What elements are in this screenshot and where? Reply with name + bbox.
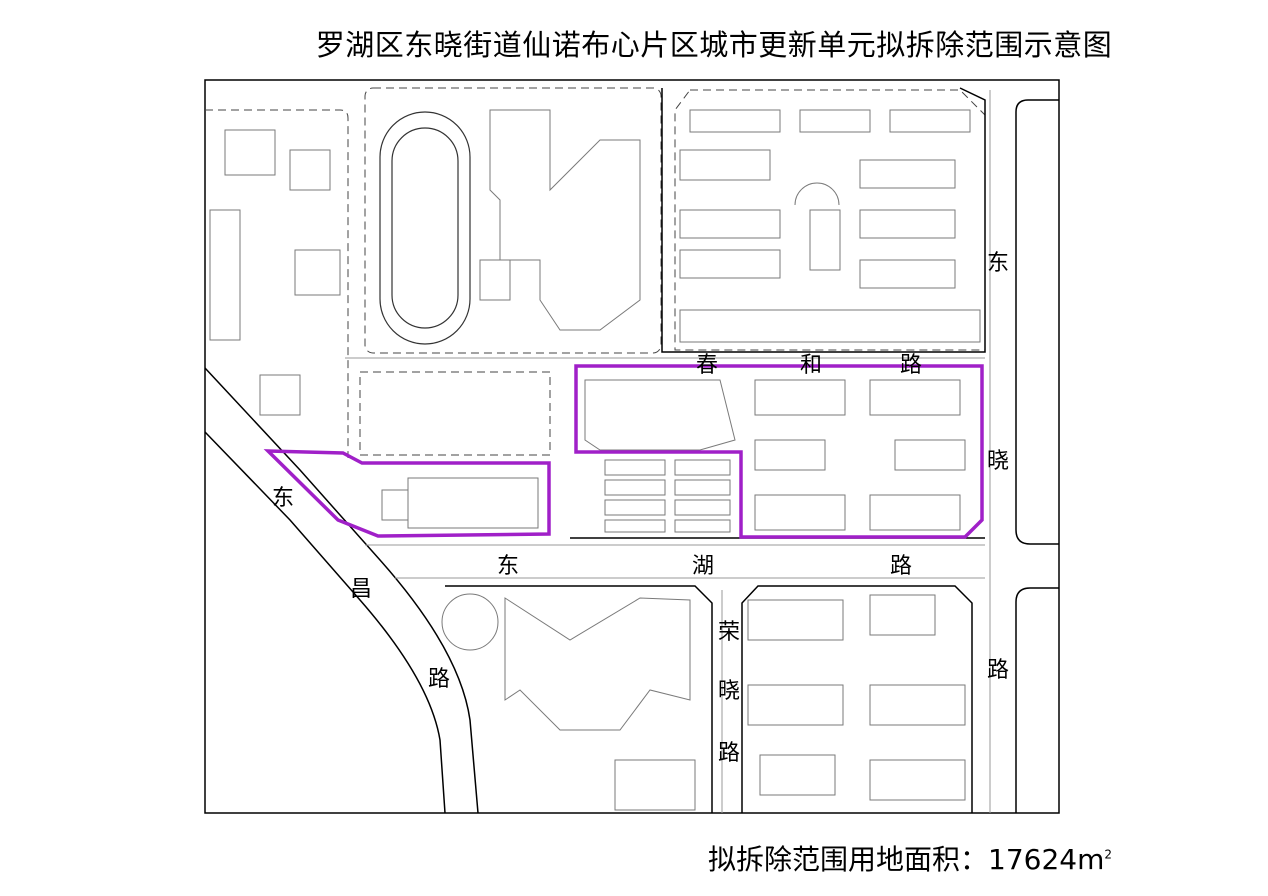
mid-building bbox=[584, 379, 736, 451]
demolition-boundary-east bbox=[574, 364, 984, 539]
sw-block-boundary bbox=[445, 585, 713, 813]
school-building bbox=[489, 109, 641, 331]
plaza-arc bbox=[794, 182, 840, 206]
residential-unit bbox=[869, 494, 961, 531]
factory-row bbox=[604, 499, 666, 516]
building bbox=[224, 129, 276, 176]
building bbox=[259, 374, 301, 416]
area-label: 拟拆除范围用地面积： bbox=[708, 843, 989, 876]
residential-row bbox=[859, 209, 956, 239]
building bbox=[209, 209, 241, 341]
factory-row bbox=[674, 459, 731, 476]
factory-row bbox=[674, 519, 731, 533]
roundabout bbox=[441, 593, 499, 651]
map-frame bbox=[204, 79, 1060, 814]
dongchang-road-edge-2 bbox=[204, 431, 446, 814]
se-building bbox=[759, 754, 836, 796]
school-boundary bbox=[364, 87, 662, 354]
residential-row bbox=[859, 259, 956, 289]
nw-residential-boundary bbox=[205, 109, 349, 458]
road-label-donghu-3: 路 bbox=[890, 554, 912, 579]
road-label-dongchang-1: 东 bbox=[272, 486, 294, 511]
area-unit-sup: 2 bbox=[1104, 847, 1113, 862]
residential-unit bbox=[754, 439, 826, 471]
road-label-rongxiao-1: 荣 bbox=[718, 620, 740, 645]
running-track-outer bbox=[379, 111, 471, 345]
ne-residential-boundary bbox=[674, 89, 986, 351]
east-block-lower bbox=[1015, 587, 1059, 813]
road-label-dongchang-2: 昌 bbox=[350, 577, 372, 602]
road-label-chunhe-2: 和 bbox=[800, 353, 822, 378]
road-label-chunhe-1: 春 bbox=[696, 353, 718, 378]
factory-row bbox=[674, 479, 731, 496]
demolition-boundary-west bbox=[263, 449, 551, 538]
area-unit: m bbox=[1077, 843, 1105, 876]
residential-row bbox=[679, 249, 781, 279]
building bbox=[289, 149, 331, 191]
residential-row bbox=[689, 109, 781, 133]
factory-row bbox=[604, 479, 666, 496]
residential-row bbox=[679, 209, 781, 239]
road-label-chunhe-3: 路 bbox=[900, 353, 922, 378]
mid-parcel-boundary bbox=[359, 371, 551, 456]
residential-unit bbox=[869, 379, 961, 416]
west-building bbox=[381, 489, 409, 521]
residential-unit bbox=[754, 494, 846, 531]
area-value: 17624 bbox=[988, 843, 1078, 876]
residential-row bbox=[799, 109, 871, 133]
se-building bbox=[747, 684, 844, 726]
se-block-boundary bbox=[741, 585, 973, 813]
road-label-rongxiao-3: 路 bbox=[718, 741, 740, 766]
road-label-dongxiao-3: 路 bbox=[987, 658, 1009, 683]
se-building bbox=[869, 759, 966, 801]
map-title: 罗湖区东晓街道仙诺布心片区城市更新单元拟拆除范围示意图 bbox=[315, 28, 1113, 62]
east-block-upper bbox=[1015, 99, 1059, 545]
s-building bbox=[614, 759, 696, 811]
road-label-donghu-2: 湖 bbox=[692, 554, 714, 579]
demolition-area-caption: 拟拆除范围用地面积：17624m2 bbox=[708, 838, 1112, 878]
road-label-dongxiao-2: 晓 bbox=[987, 449, 1009, 474]
road-label-rongxiao-2: 晓 bbox=[718, 679, 740, 704]
residential-row bbox=[889, 109, 971, 133]
residential-unit bbox=[894, 439, 966, 471]
road-label-dongxiao-1: 东 bbox=[987, 251, 1009, 276]
dongchang-road-edge-1 bbox=[204, 367, 479, 814]
road-label-dongchang-3: 路 bbox=[428, 667, 450, 692]
unit-row bbox=[679, 309, 981, 343]
sw-block-feature bbox=[504, 597, 691, 731]
residential-row bbox=[859, 159, 956, 189]
ne-block-solid bbox=[661, 87, 986, 353]
school-building bbox=[479, 259, 511, 301]
west-building bbox=[407, 477, 539, 529]
factory-row bbox=[604, 459, 666, 476]
se-building bbox=[869, 594, 936, 636]
running-track-inner bbox=[391, 127, 459, 329]
residential-row bbox=[679, 149, 771, 181]
factory-row bbox=[674, 499, 731, 516]
se-building bbox=[869, 684, 966, 726]
se-building bbox=[747, 599, 844, 641]
residential-row bbox=[809, 209, 841, 271]
road-label-donghu-1: 东 bbox=[497, 554, 519, 579]
factory-row bbox=[604, 519, 666, 533]
building bbox=[294, 249, 341, 296]
residential-unit bbox=[754, 379, 846, 416]
